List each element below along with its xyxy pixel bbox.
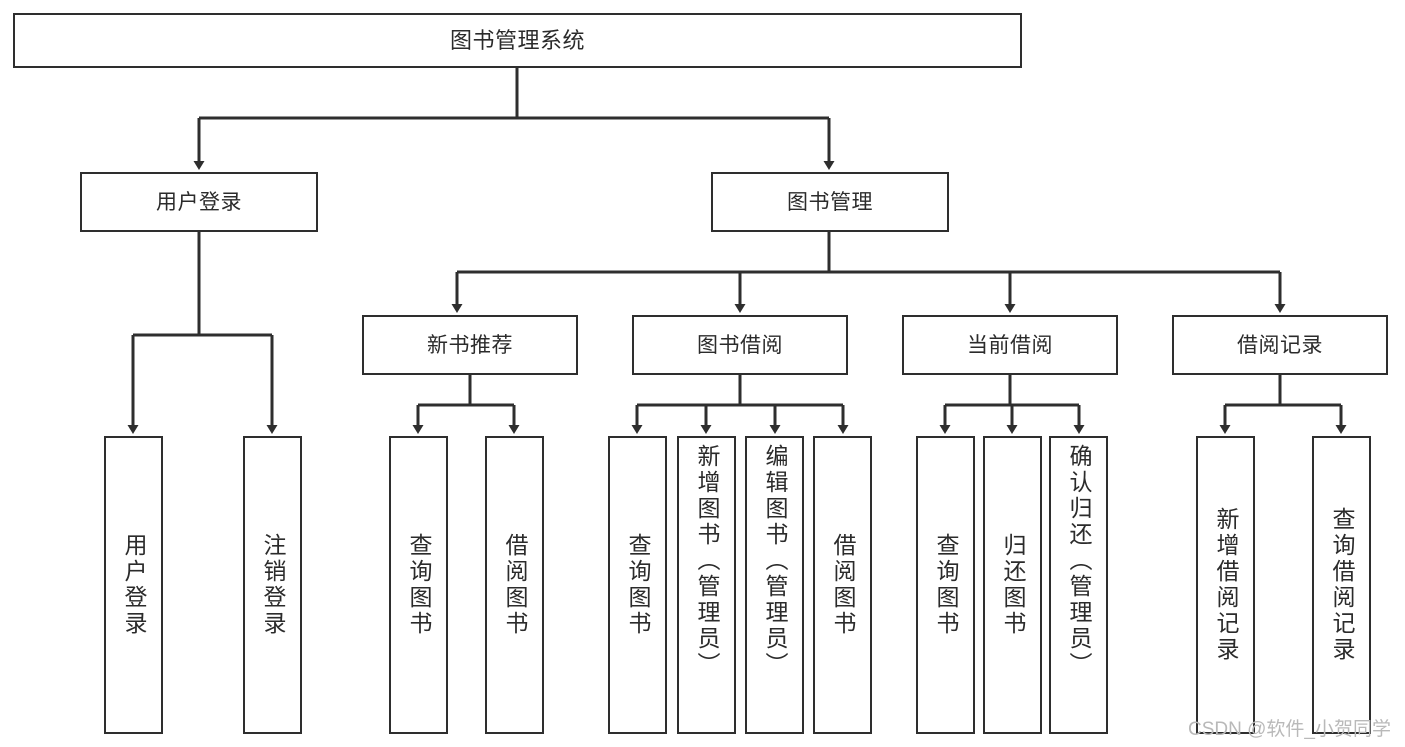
node-label: 新书推荐 — [427, 333, 513, 357]
node-label: 当前借阅 — [967, 333, 1053, 357]
node-leaf-edit-book-admin[interactable]: 编辑图书（管理员） — [745, 436, 804, 734]
node-leaf-query-books-current[interactable]: 查询图书 — [916, 436, 975, 734]
node-current-borrow[interactable]: 当前借阅 — [902, 315, 1118, 375]
node-label: 注销登录 — [260, 533, 286, 637]
node-leaf-borrow-books[interactable]: 借阅图书 — [813, 436, 872, 734]
node-label: 查询图书 — [933, 533, 959, 637]
node-label: 查询图书 — [625, 533, 651, 637]
node-label: 图书借阅 — [697, 333, 783, 357]
node-label: 归还图书 — [1000, 533, 1026, 637]
node-label: 图书管理 — [787, 190, 873, 214]
node-leaf-return-books[interactable]: 归还图书 — [983, 436, 1042, 734]
node-label: 图书管理系统 — [449, 27, 585, 53]
watermark-text: CSDN @软件_小贺同学 — [1188, 719, 1391, 740]
node-label: 新增借阅记录 — [1213, 507, 1239, 663]
node-user-login[interactable]: 用户登录 — [80, 172, 318, 232]
node-label: 查询借阅记录 — [1329, 507, 1355, 663]
node-leaf-query-borrow-record[interactable]: 查询借阅记录 — [1312, 436, 1371, 734]
node-label: 编辑图书（管理员） — [762, 444, 788, 678]
node-new-book-recommend[interactable]: 新书推荐 — [362, 315, 578, 375]
node-label: 新增图书（管理员） — [694, 444, 720, 678]
node-leaf-add-borrow-record[interactable]: 新增借阅记录 — [1196, 436, 1255, 734]
node-borrow-records[interactable]: 借阅记录 — [1172, 315, 1388, 375]
node-label: 借阅图书 — [830, 533, 856, 637]
node-leaf-query-books-borrow[interactable]: 查询图书 — [608, 436, 667, 734]
node-leaf-user-login[interactable]: 用户登录 — [104, 436, 163, 734]
node-book-management[interactable]: 图书管理 — [711, 172, 949, 232]
node-label: 借阅记录 — [1237, 333, 1323, 357]
node-label: 查询图书 — [406, 533, 432, 637]
node-leaf-add-book-admin[interactable]: 新增图书（管理员） — [677, 436, 736, 734]
node-root-system[interactable]: 图书管理系统 — [13, 13, 1022, 68]
node-label: 用户登录 — [121, 533, 147, 637]
node-leaf-query-books-newbooks[interactable]: 查询图书 — [389, 436, 448, 734]
node-leaf-logout[interactable]: 注销登录 — [243, 436, 302, 734]
node-label: 用户登录 — [156, 190, 242, 214]
node-leaf-confirm-return-admin[interactable]: 确认归还（管理员） — [1049, 436, 1108, 734]
node-label: 借阅图书 — [502, 533, 528, 637]
node-label: 确认归还（管理员） — [1066, 444, 1092, 678]
node-book-borrow[interactable]: 图书借阅 — [632, 315, 848, 375]
node-leaf-borrow-books-newbooks[interactable]: 借阅图书 — [485, 436, 544, 734]
